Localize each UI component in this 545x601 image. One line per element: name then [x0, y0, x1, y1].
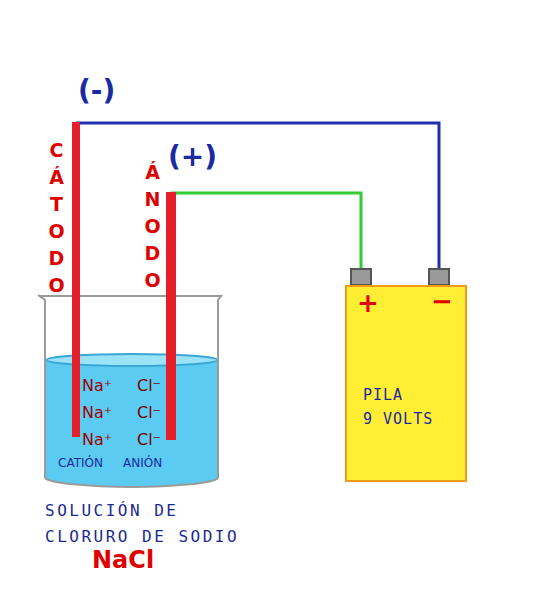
battery-terminal: [428, 268, 450, 286]
electrode-name: ÁNODO: [143, 159, 162, 294]
ion-label: Na⁺: [82, 376, 112, 395]
battery-terminal: [350, 268, 372, 286]
ion-label: Cl⁻: [137, 430, 161, 449]
ion-label: Cl⁻: [137, 376, 161, 395]
beaker-walls: [38, 295, 222, 478]
polarity-sign: (+): [168, 140, 217, 173]
beaker-rim: [40, 295, 222, 297]
solution-bottom: [46, 469, 218, 487]
polarity-sign: (-): [78, 74, 115, 107]
ion-type-label: ANIÓN: [123, 456, 162, 470]
solution-caption: SOLUCIÓN DE CLORURO DE SODIO: [45, 498, 257, 550]
wire-connector: [171, 193, 361, 268]
beaker-base: [45, 478, 218, 487]
ion-label: Na⁺: [82, 403, 112, 422]
wire-connector: [76, 123, 439, 268]
terminal-sign: +: [357, 288, 379, 318]
ion-label: Na⁺: [82, 430, 112, 449]
terminal-sign: −: [431, 286, 453, 316]
formula-label: NaCl: [92, 546, 154, 574]
electrode-name: CÁTODO: [47, 137, 66, 299]
ion-type-label: CATIÓN: [58, 456, 103, 470]
battery-label: PILA 9 VOLTS: [363, 383, 461, 431]
ion-label: Cl⁻: [137, 403, 161, 422]
cathode-electrode: CÁTODO: [72, 122, 80, 437]
anode-electrode: ÁNODO: [166, 192, 176, 440]
